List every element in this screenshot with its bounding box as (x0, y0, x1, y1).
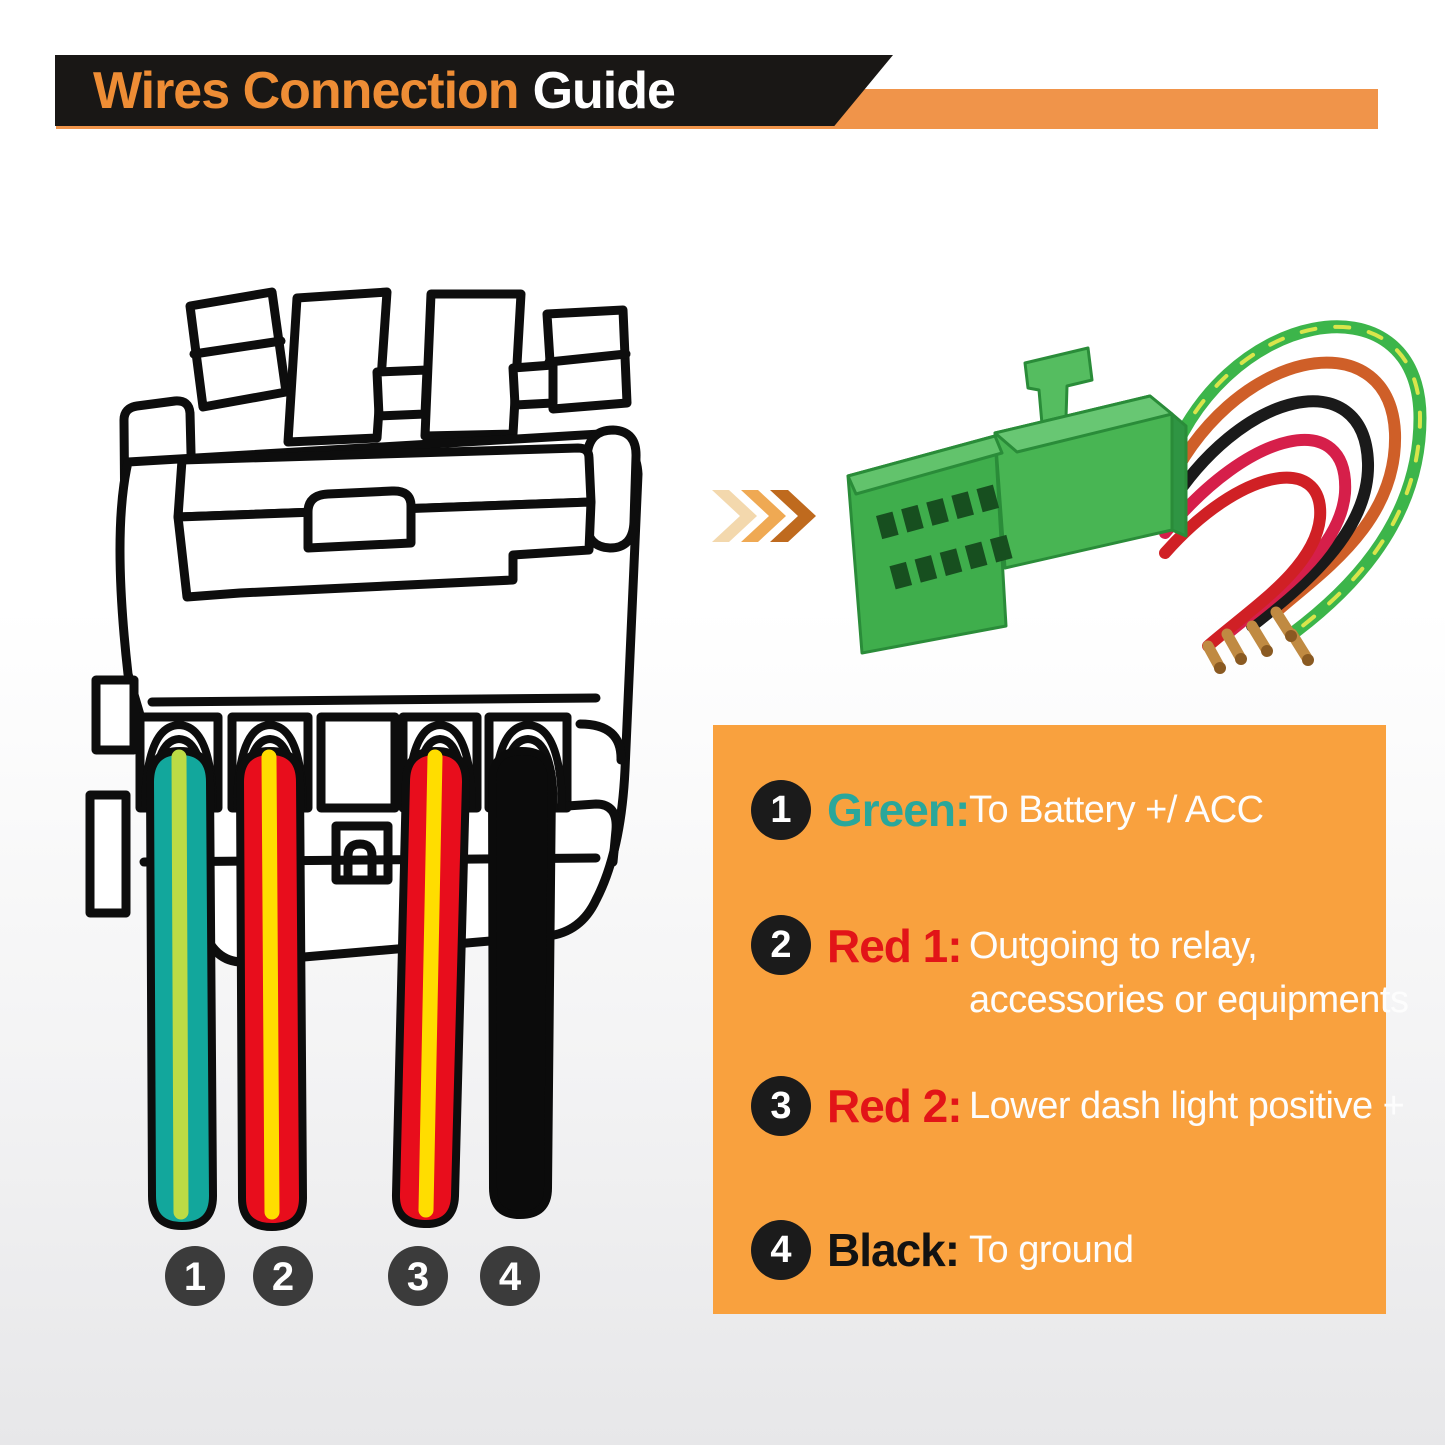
terminal-holes (876, 484, 1013, 590)
wire-4-black (488, 747, 556, 1219)
item-number-badge: 3 (751, 1076, 811, 1136)
page-title-primary: Wires Connection (93, 61, 520, 120)
legend-item-black: 4 Black:To ground (751, 1220, 1134, 1288)
photo-wire-orange (1159, 356, 1402, 618)
item-number-badge: 1 (751, 780, 811, 840)
item-label: Red 2: (827, 1080, 963, 1132)
header-banner: Wires Connection Guide (55, 55, 893, 126)
item-description: Lower dash light positive + (969, 1085, 1405, 1127)
connector-line-drawing: 1 2 3 4 (85, 287, 643, 1306)
terminal-tab-large-2 (420, 289, 526, 441)
photo-wire-red (1159, 471, 1327, 652)
legend-panel: 1 Green:To Battery +/ ACC 2 Red 1:Outgoi… (713, 725, 1409, 1314)
wire-1-stripe (171, 749, 189, 1220)
photo-wire-green-stripe (1163, 324, 1423, 636)
badge-3: 3 (407, 1255, 429, 1299)
terminal-tab-large-1 (283, 287, 392, 447)
legend-item-red1: 2 Red 1:Outgoing to relay, accessories or… (751, 915, 1409, 1031)
connector-right-latch (581, 425, 641, 553)
item-description-line1: Outgoing to relay, (969, 925, 1258, 967)
wire-2-stripe (261, 749, 280, 1220)
item-description: To Battery +/ ACC (969, 789, 1264, 831)
item-label: Green: (827, 784, 970, 836)
photo-wire-black (1159, 395, 1375, 632)
ridge-notch-handle (303, 486, 416, 553)
item-number-badge: 4 (751, 1220, 811, 1280)
item-description-line2: accessories or equipments (969, 979, 1409, 1021)
left-side-lug-bottom (85, 790, 131, 918)
page-title-secondary: Guide (532, 61, 676, 120)
pigtail-connector-photo (846, 320, 1427, 674)
legend-item-red2: 3 Red 2:Lower dash light positive + (751, 1076, 1405, 1144)
left-side-lug-top (91, 675, 139, 755)
legend-item-green: 1 Green:To Battery +/ ACC (751, 780, 1264, 848)
item-description: To ground (969, 1229, 1134, 1271)
item-number-badge: 2 (751, 915, 811, 975)
badge-4: 4 (499, 1255, 522, 1299)
green-connector-housing (846, 346, 1188, 655)
badge-2: 2 (272, 1255, 294, 1299)
item-label: Red 1: (827, 920, 963, 972)
wire-3-stripe (418, 749, 443, 1218)
badge-1: 1 (184, 1255, 206, 1299)
wire-number-badges: 1 2 3 4 (165, 1246, 540, 1306)
triple-chevron-icon (712, 490, 816, 542)
item-label: Black: (827, 1224, 960, 1276)
